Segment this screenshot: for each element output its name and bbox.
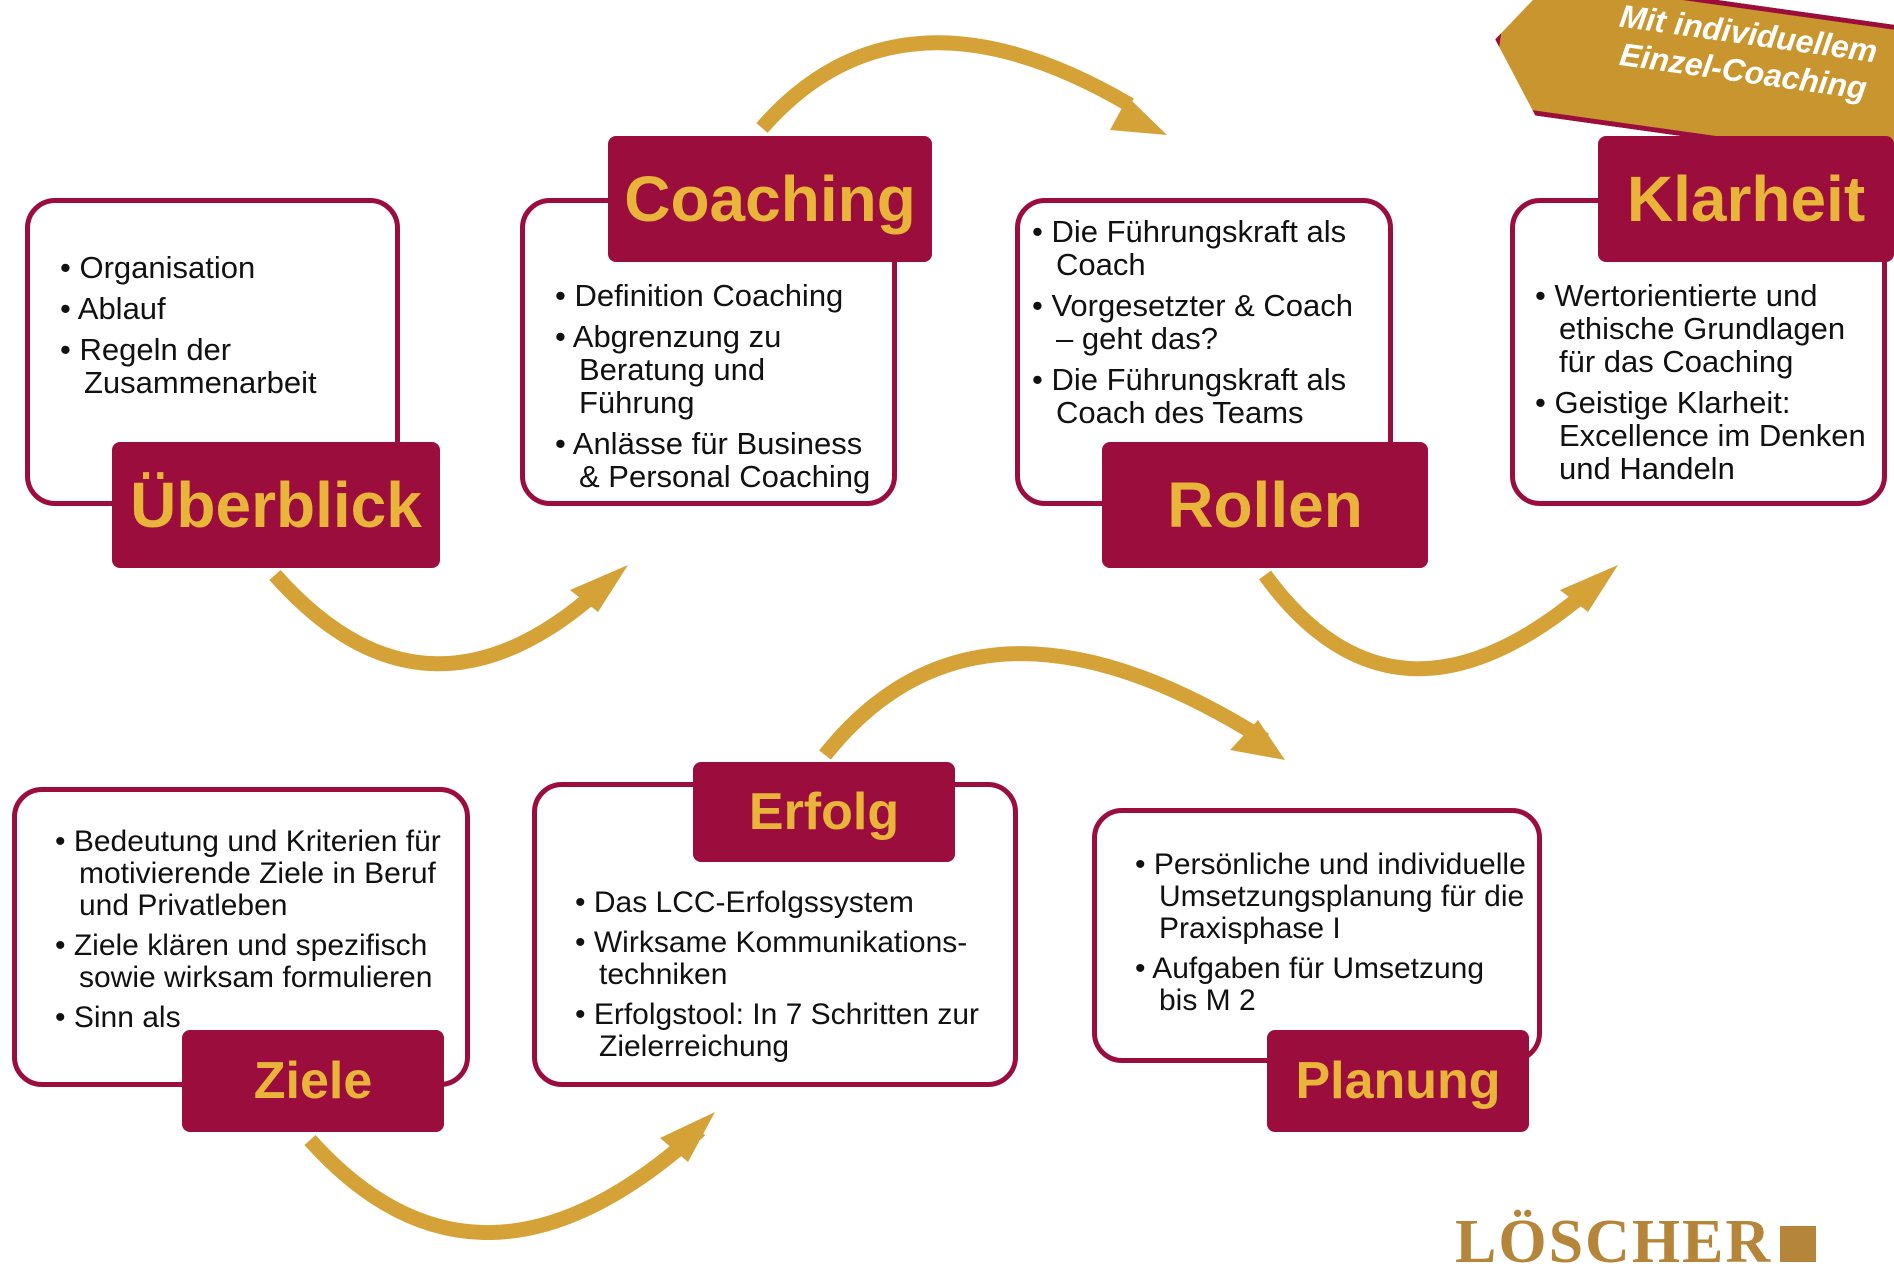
module-items: Persönliche und individuelle Umsetzungsp… [1135,849,1527,1017]
cycle-arrows [269,35,1618,1240]
list-item: Erfolgstool: In 7 Schritten zur Zielerre… [575,999,1003,1063]
logo-emblem-icon [1780,1226,1817,1262]
arrow-coaching-to-rollen [756,35,1134,133]
arrow-ueberblick-to-coaching [269,570,616,672]
module-title-coaching: Coaching [608,136,932,262]
list-item: Wertorientierte und ethische Grundlagen … [1535,279,1872,378]
module-title-planung: Planung [1267,1030,1529,1132]
arrow-head-4 [1230,720,1285,760]
list-item: Definition Coaching [555,279,882,312]
module-title-ziele: Ziele [182,1030,444,1132]
module-items: Wertorientierte und ethische Grundlagen … [1535,279,1872,485]
list-item: Persönliche und individuelle Umsetzungsp… [1135,849,1527,945]
module-items: Organisation Ablauf Regeln der Zusammena… [60,251,385,399]
arrow-head-3 [1560,565,1618,612]
module-items: Die Führungskraft als Coach Vorgesetzter… [1032,215,1378,429]
module-items: Das LCC-Erfolgssystem Wirksame Kommunika… [575,887,1003,1063]
list-item: Bedeutung und Kriterien für motivierende… [55,826,455,922]
list-item: Aufgaben für Umsetzung bis M 2 [1135,953,1527,1017]
list-item: Vorgesetzter & Coach – geht das? [1032,289,1378,355]
module-title-erfolg: Erfolg [693,762,955,862]
list-item: Anlässe für Business & Personal Coaching [555,427,882,493]
arrow-ziele-to-erfolg [304,1124,706,1240]
list-item: Wirksame Kommunikations-techniken [575,927,1003,991]
module-title-ueberblick: Überblick [112,442,440,568]
module-items: Definition Coaching Abgrenzung zu Beratu… [555,279,882,493]
list-item: Die Führungskraft als Coach des Teams [1032,363,1378,429]
list-item: Ablauf [60,292,385,325]
list-item: Abgrenzung zu Beratung und Führung [555,320,882,419]
list-item: Sinn als [55,1002,455,1034]
arrow-erfolg-to-planung [819,646,1270,760]
list-item: Ziele klären und spezifisch sowie wirksa… [55,930,455,994]
module-items: Bedeutung und Kriterien für motivierende… [55,826,455,1034]
module-box-planung: Persönliche und individuelle Umsetzungsp… [1092,808,1542,1063]
module-title-klarheit: Klarheit [1598,136,1894,262]
arrow-rollen-to-klarheit [1258,570,1606,677]
logo-text: LÖSCHER [1455,1208,1773,1276]
list-item: Die Führungskraft als Coach [1032,215,1378,281]
arrow-head-2 [1110,97,1167,135]
arrow-head-1 [570,565,628,612]
list-item: Organisation [60,251,385,284]
arrow-head-5 [660,1112,715,1162]
list-item: Regeln der Zusammenarbeit [60,333,385,399]
module-title-rollen: Rollen [1102,442,1428,568]
list-item: Das LCC-Erfolgssystem [575,887,1003,919]
list-item: Geistige Klarheit: Excellence im Denken … [1535,386,1872,485]
loescher-logo: LÖSCHER [1455,1211,1817,1273]
